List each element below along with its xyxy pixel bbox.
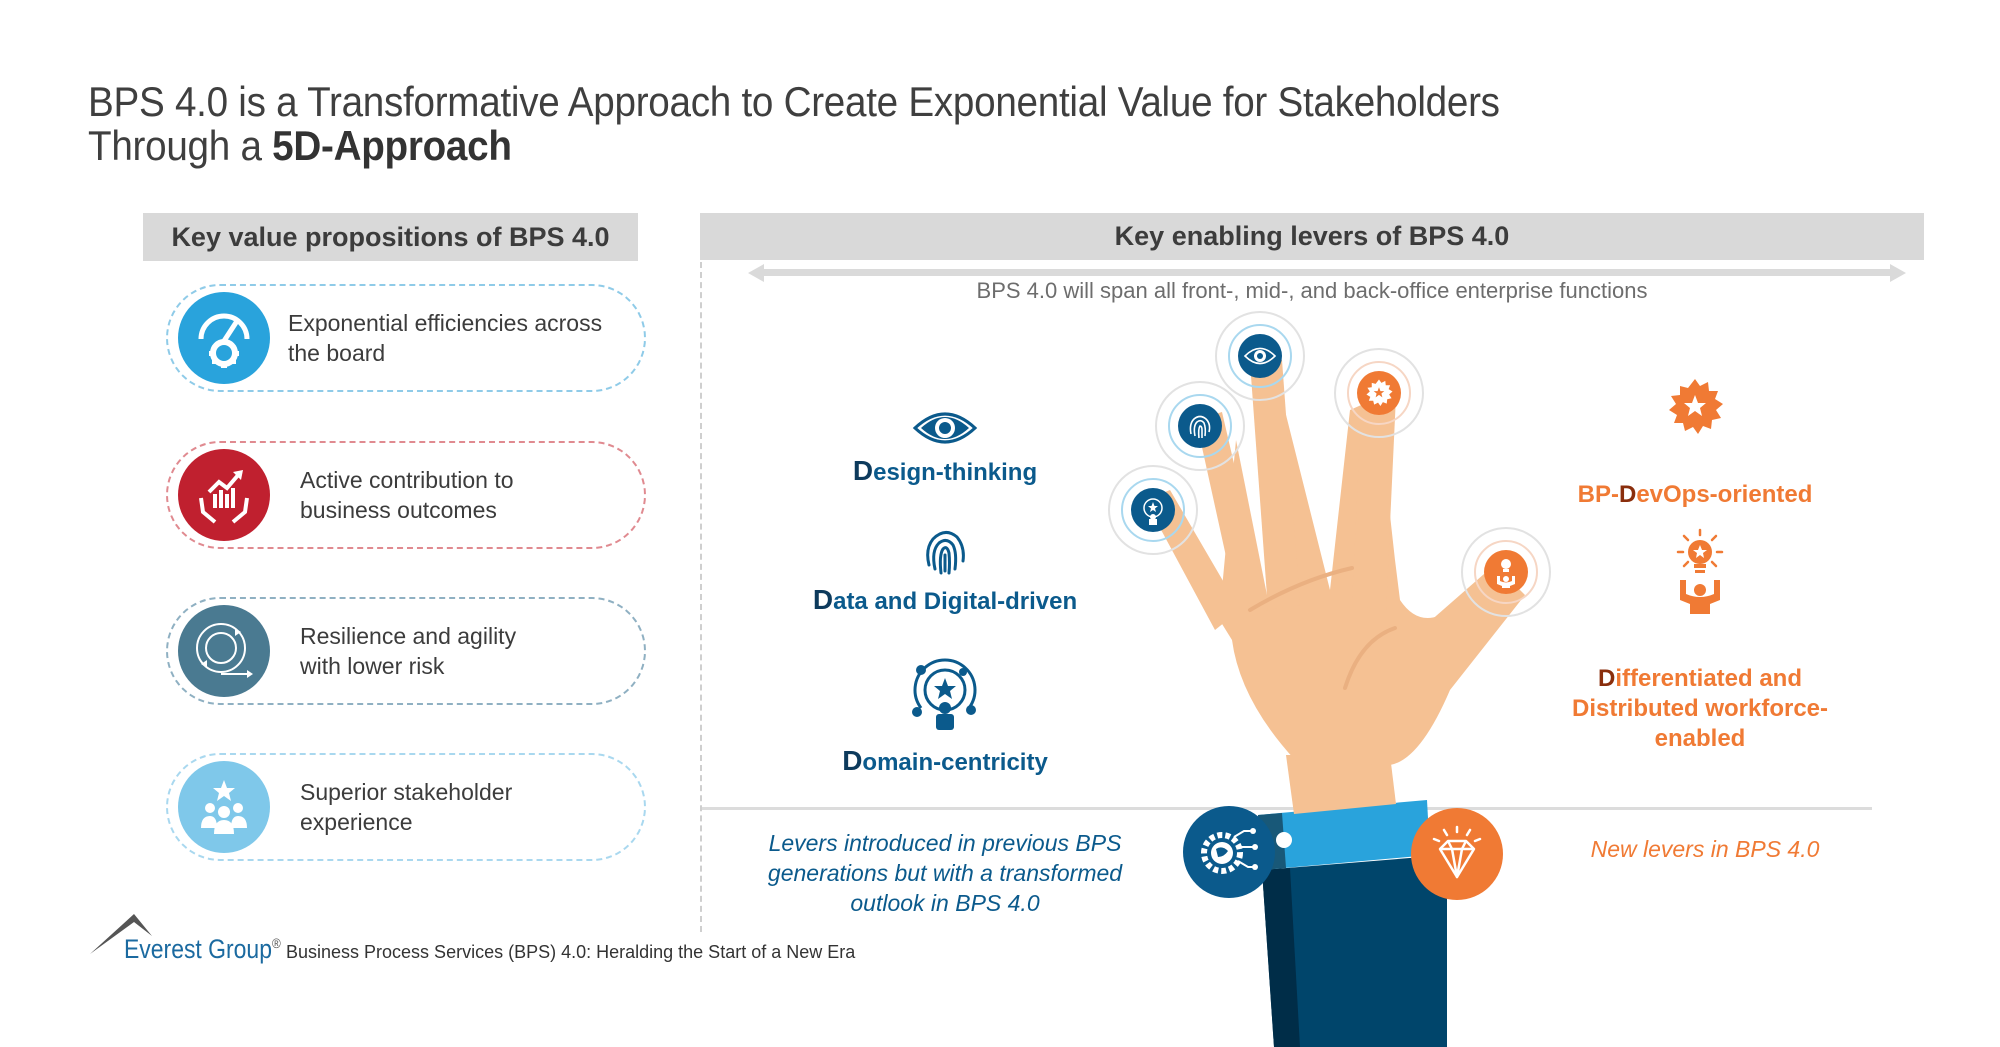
ring-finger-ring-outer xyxy=(1155,381,1245,471)
page-title: BPS 4.0 is a Transformative Approach to … xyxy=(88,80,1500,168)
thumb-ring-outer xyxy=(1461,527,1551,617)
index-finger-ring-inner xyxy=(1347,361,1411,425)
lever-domain-centricity: Domain-centricity xyxy=(790,658,1100,777)
lever-differentiated-workforce: Differentiated and Distributed workforce… xyxy=(1530,528,1870,754)
value-propositions-header: Key value propositions of BPS 4.0 xyxy=(143,213,638,261)
ring-finger-ring-inner xyxy=(1168,394,1232,458)
lightbulb-person-icon xyxy=(1530,528,1870,624)
legend-new-levers: New levers in BPS 4.0 xyxy=(1590,836,1820,862)
lever-data-digital: Data and Digital-driven xyxy=(780,525,1110,616)
fingertip-domain-icon xyxy=(1131,488,1175,532)
span-description: BPS 4.0 will span all front-, mid-, and … xyxy=(976,278,1648,303)
diamond-icon xyxy=(1411,808,1503,900)
legend-previous-levers: Levers introduced in previous BPS genera… xyxy=(767,830,1123,916)
gauge-gear-icon xyxy=(178,292,270,384)
fingertip-star-badge-icon xyxy=(1357,371,1401,415)
everest-group-logo: Everest Group® xyxy=(124,934,281,964)
lever-design-thinking: Design-thinking xyxy=(790,408,1100,487)
fingertip-eye-icon xyxy=(1238,334,1282,378)
star-badge-icon xyxy=(1540,378,1850,444)
gear-globe-circuit-icon xyxy=(1183,806,1275,898)
arrow-left-head-icon xyxy=(748,264,764,282)
title-line-2: Through a 5D-Approach xyxy=(88,122,512,169)
lever-bp-devops: BP-DevOps-oriented xyxy=(1540,378,1850,510)
cycle-arrows-icon xyxy=(178,605,270,697)
fingertip-lightbulb-person-icon xyxy=(1484,550,1528,594)
fingerprint-icon xyxy=(780,525,1110,584)
middle-finger-ring-outer xyxy=(1215,311,1305,401)
growth-chart-hands-icon xyxy=(178,449,270,541)
middle-finger-ring-inner xyxy=(1228,324,1292,388)
eye-icon xyxy=(790,408,1100,455)
thumb-ring-inner xyxy=(1474,540,1538,604)
title-emphasis: 5D-Approach xyxy=(272,122,512,169)
title-line-1: BPS 4.0 is a Transformative Approach to … xyxy=(88,78,1500,125)
pinky-ring-inner xyxy=(1121,478,1185,542)
hand-illustration xyxy=(1145,360,1525,1047)
people-star-icon xyxy=(178,761,270,853)
footer-caption: Business Process Services (BPS) 4.0: Her… xyxy=(286,942,856,962)
legend-separator xyxy=(702,807,1872,810)
arrow-right-head-icon xyxy=(1890,264,1906,282)
span-double-arrow xyxy=(760,269,1890,276)
panel-divider xyxy=(700,262,702,932)
index-finger-ring-outer xyxy=(1334,348,1424,438)
fingertip-fingerprint-icon xyxy=(1178,404,1222,448)
pinky-ring-outer xyxy=(1108,465,1198,555)
person-star-orbit-icon xyxy=(790,658,1100,737)
enabling-levers-header: Key enabling levers of BPS 4.0 xyxy=(700,213,1924,260)
